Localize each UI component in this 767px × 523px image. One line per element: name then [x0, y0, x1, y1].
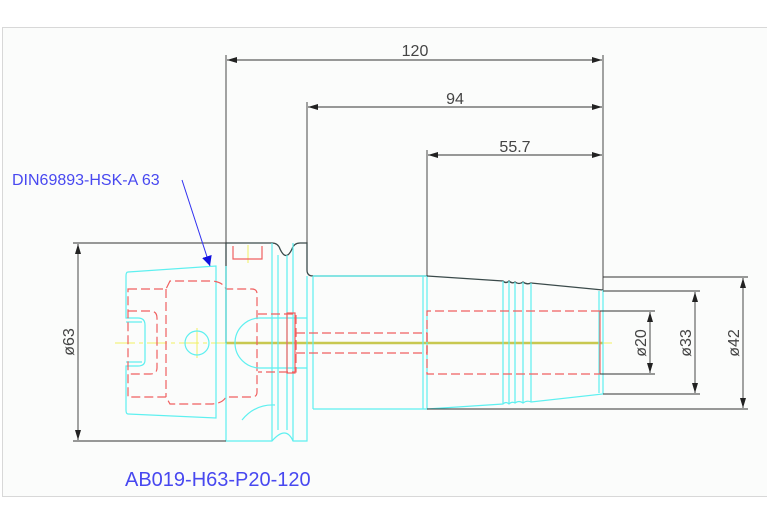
centerline: [115, 245, 612, 358]
flange: [225, 242, 427, 442]
dim-gauge-length: 94: [446, 91, 464, 108]
dim-nose-tip-diameter: ø33: [678, 329, 695, 357]
dim-nose-base-diameter: ø42: [726, 329, 743, 357]
drive-hole: [184, 330, 210, 356]
part-number: AB019-H63-P20-120: [125, 469, 311, 491]
dim-nose-length: 55.7: [499, 139, 530, 156]
hsk-shank: [125, 265, 258, 419]
dimensions: 120 94 55.7 ø63 ø20 ø33 ø42: [61, 43, 748, 442]
dim-overall-length: 120: [402, 43, 429, 60]
nose: [295, 275, 604, 410]
leader-arrow: [181, 179, 212, 267]
standard-note: DIN69893-HSK-A 63: [12, 172, 160, 189]
dim-flange-diameter: ø63: [61, 328, 78, 356]
dim-bore-diameter: ø20: [633, 329, 650, 357]
annotations: DIN69893-HSK-A 63 AB019-H63-P20-120: [12, 172, 311, 491]
